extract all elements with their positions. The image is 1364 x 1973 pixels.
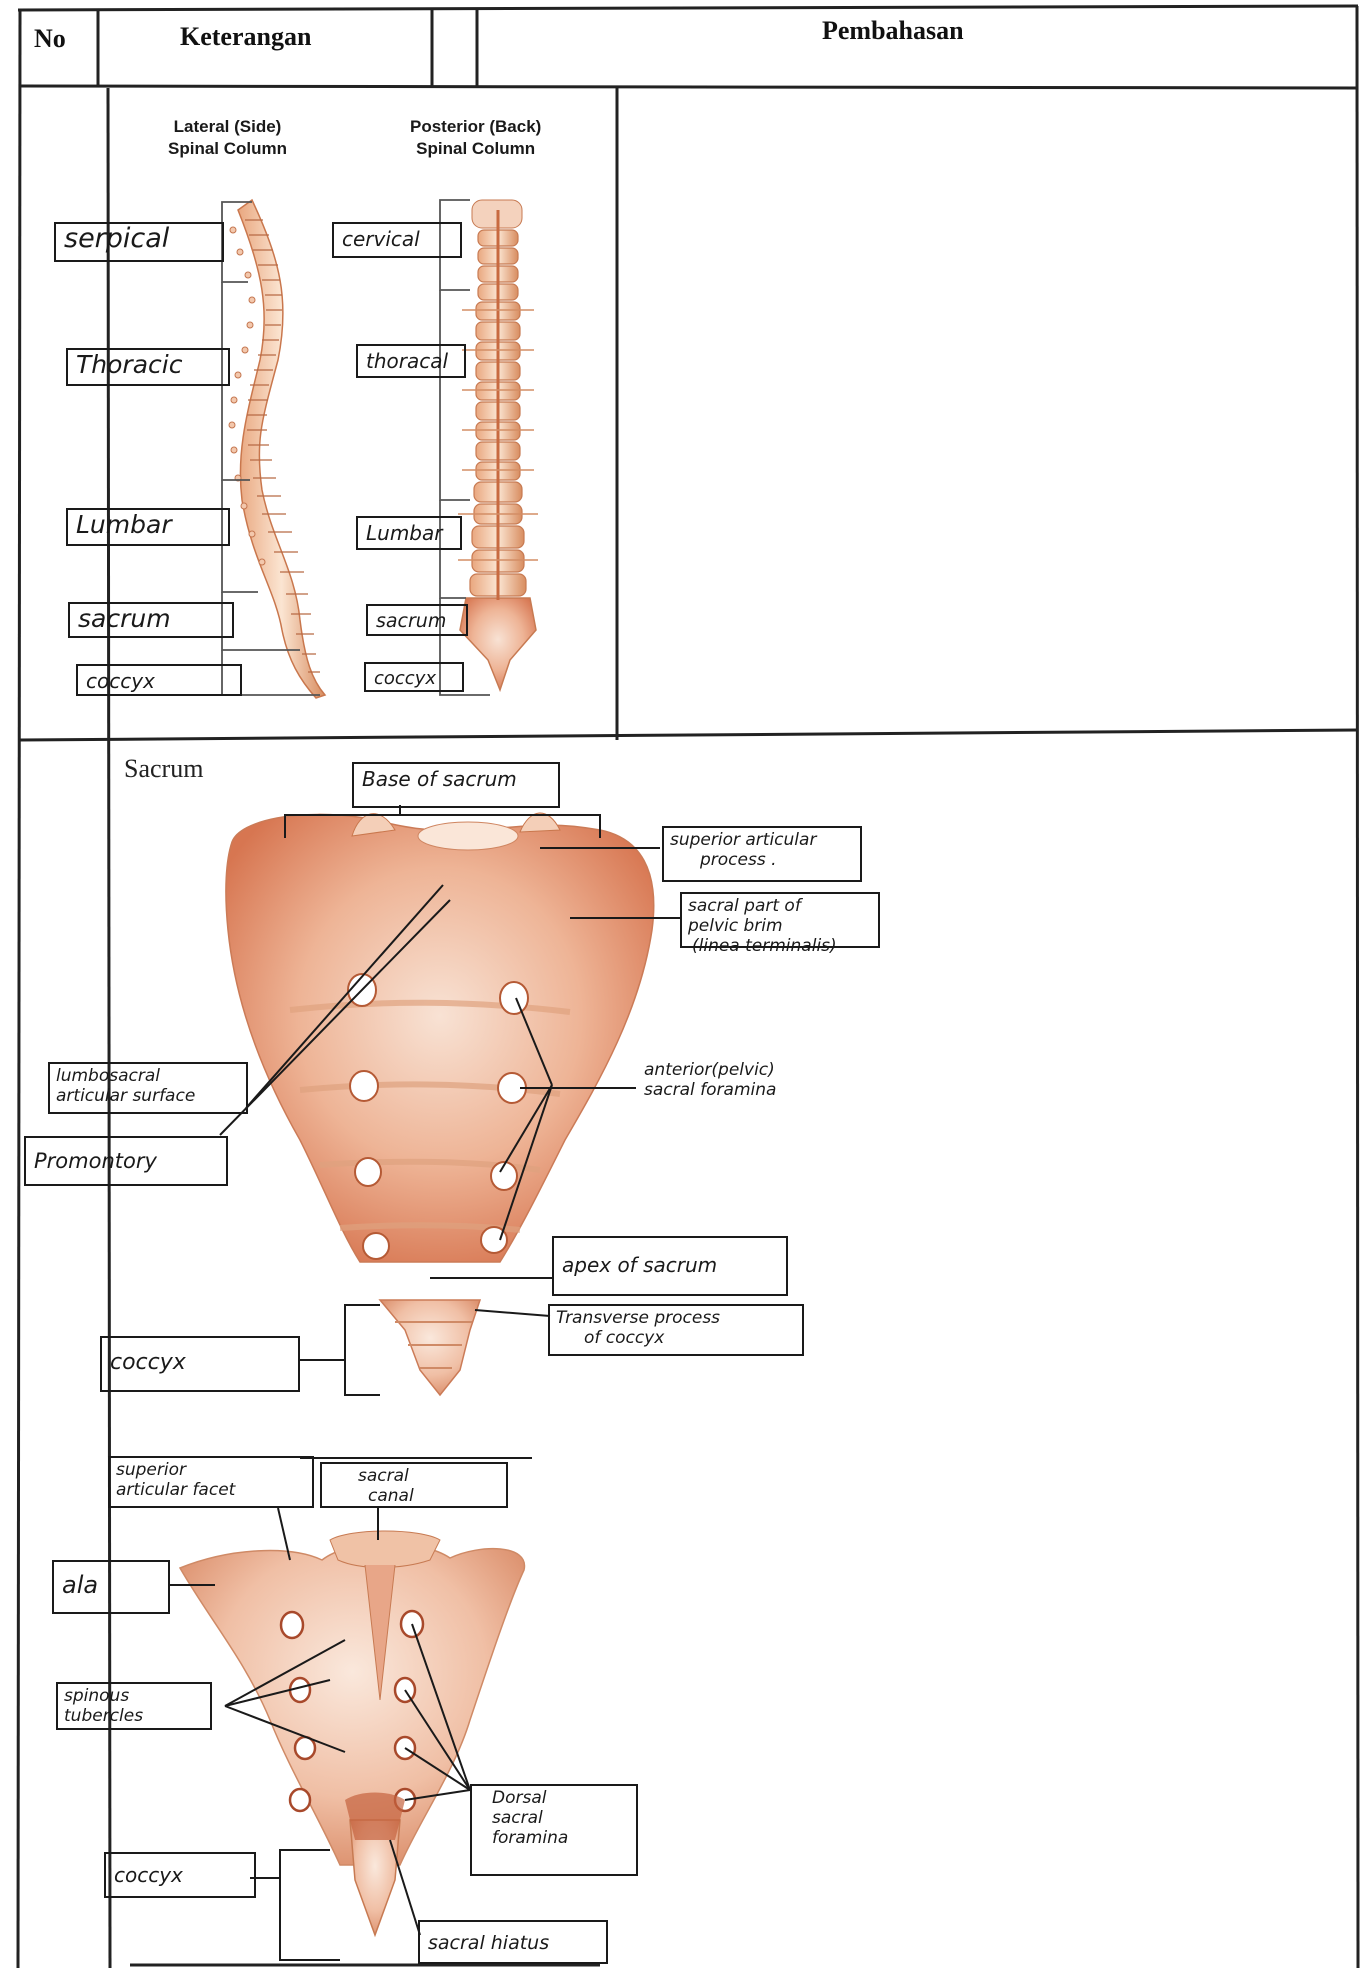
- sacrum-title: Sacrum: [124, 754, 203, 784]
- lateral-title: Lateral (Side) Spinal Column: [168, 116, 287, 160]
- label-spinous-tubercles-line1: spinous: [64, 1686, 204, 1706]
- label-dorsal-sacral-foramina-line2: sacral: [492, 1808, 630, 1828]
- header-pembahasan: Pembahasan: [822, 16, 964, 46]
- lateral-label-sacrum: sacrum: [68, 602, 234, 638]
- label-sacral-canal-line1: sacral: [328, 1466, 500, 1486]
- label-anterior-sacral-foramina: anterior(pelvic) sacral foramina: [636, 1056, 836, 1116]
- label-superior-articular-process: superior articular process .: [662, 826, 862, 882]
- label-coccyx-posterior: coccyx: [104, 1852, 256, 1898]
- label-pelvic-brim-line2: pelvic brim: [688, 916, 872, 936]
- posterior-spine-illustration: [458, 200, 538, 690]
- posterior-label-sacrum: sacrum: [366, 604, 468, 636]
- label-sacral-hiatus: sacral hiatus: [418, 1920, 608, 1964]
- lateral-title-line1: Lateral (Side): [168, 116, 287, 138]
- label-transverse-process-coccyx-line2: of coccyx: [556, 1328, 796, 1348]
- label-transverse-process-coccyx-line1: Transverse process: [556, 1308, 796, 1328]
- label-apex-of-sacrum: apex of sacrum: [552, 1236, 788, 1296]
- label-dorsal-sacral-foramina-line3: foramina: [492, 1828, 630, 1848]
- lateral-label-thoracic: Thoracic: [66, 348, 230, 386]
- header-keterangan: Keterangan: [180, 22, 311, 52]
- lateral-spine-illustration: [229, 200, 325, 698]
- label-superior-articular-facet: superior articular facet: [108, 1456, 314, 1508]
- label-base-of-sacrum: Base of sacrum: [352, 762, 560, 808]
- label-lumbosacral-surface-line1: lumbosacral: [56, 1066, 240, 1086]
- label-sacral-canal-line2: canal: [328, 1486, 500, 1506]
- lateral-label-coccyx: coccyx: [76, 664, 242, 696]
- table-frame: [18, 6, 1358, 1968]
- header-no: No: [34, 24, 66, 54]
- label-pelvic-brim-line3: (linea terminalis): [692, 936, 872, 956]
- label-promontory: Promontory: [24, 1136, 228, 1186]
- label-pelvic-brim: sacral part of pelvic brim (linea termin…: [680, 892, 880, 948]
- posterior-label-thoracal: thoracal: [356, 344, 466, 378]
- posterior-title-line2: Spinal Column: [410, 138, 541, 160]
- label-superior-articular-process-line1: superior articular: [670, 830, 854, 850]
- label-anterior-sacral-foramina-line2: sacral foramina: [644, 1080, 828, 1100]
- label-lumbosacral-surface-line2: articular surface: [56, 1086, 240, 1106]
- lateral-title-line2: Spinal Column: [168, 138, 287, 160]
- label-sacral-canal: sacral canal: [320, 1462, 508, 1508]
- label-dorsal-sacral-foramina-line1: Dorsal: [492, 1788, 630, 1808]
- label-superior-articular-process-line2: process .: [670, 850, 854, 870]
- posterior-label-coccyx: coccyx: [364, 662, 464, 692]
- label-lumbosacral-surface: lumbosacral articular surface: [48, 1062, 248, 1114]
- label-transverse-process-coccyx: Transverse process of coccyx: [548, 1304, 804, 1356]
- lateral-label-lumbar: Lumbar: [66, 508, 230, 546]
- posterior-title-line1: Posterior (Back): [410, 116, 541, 138]
- label-pelvic-brim-line1: sacral part of: [688, 896, 872, 916]
- label-ala: ala: [52, 1560, 170, 1614]
- posterior-label-cervical: cervical: [332, 222, 462, 258]
- posterior-label-lumbar: Lumbar: [356, 516, 462, 550]
- label-spinous-tubercles: spinous tubercles: [56, 1682, 212, 1730]
- label-spinous-tubercles-line2: tubercles: [64, 1706, 204, 1726]
- label-superior-articular-facet-line1: superior: [116, 1460, 306, 1480]
- label-coccyx-anterior: coccyx: [100, 1336, 300, 1392]
- posterior-title: Posterior (Back) Spinal Column: [410, 116, 541, 160]
- label-anterior-sacral-foramina-line1: anterior(pelvic): [644, 1060, 828, 1080]
- label-superior-articular-facet-line2: articular facet: [116, 1480, 306, 1500]
- lateral-label-cervical: serpical: [54, 222, 224, 262]
- label-dorsal-sacral-foramina: Dorsal sacral foramina: [470, 1784, 638, 1876]
